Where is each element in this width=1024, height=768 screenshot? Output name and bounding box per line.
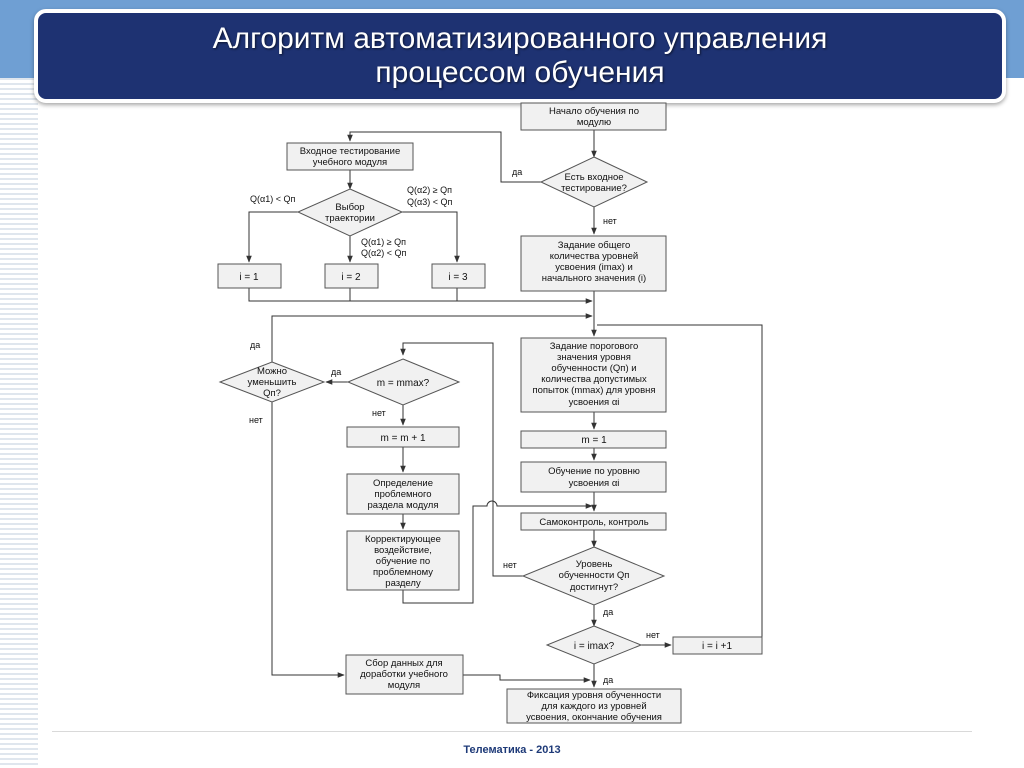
svg-text:учебного модуля: учебного модуля [313, 157, 387, 168]
svg-text:усвоения αi: усвоения αi [569, 478, 620, 489]
node-problem-section: Определение проблемного раздела модуля [346, 473, 460, 515]
svg-text:проблемному: проблемному [373, 567, 433, 578]
svg-text:обученности (Qп) и: обученности (Qп) и [551, 363, 636, 374]
label-no: нет [503, 560, 517, 570]
svg-text:модуля: модуля [388, 680, 420, 691]
svg-text:уменьшить: уменьшить [248, 377, 297, 388]
node-i2: i = 2 [324, 263, 379, 289]
svg-text:Можно: Можно [257, 366, 287, 377]
svg-text:Обучение по уровню: Обучение по уровню [548, 466, 640, 477]
svg-text:значения уровня: значения уровня [557, 352, 631, 363]
svg-text:Qп?: Qп? [263, 388, 281, 399]
node-start: Начало обучения по модулю [520, 102, 667, 131]
decision-i-max: i = imax? [545, 625, 643, 665]
left-stripes-decoration [0, 0, 38, 768]
slide-title-line-2: процессом обучения [375, 56, 665, 89]
svg-text:разделу: разделу [385, 578, 421, 589]
svg-text:для каждого из уровней: для каждого из уровней [541, 701, 646, 712]
svg-text:i = 3: i = 3 [448, 272, 468, 283]
decision-entry-test: Есть входное тестирование? [539, 156, 649, 208]
svg-text:траектории: траектории [325, 213, 375, 224]
label-cond-right-1: Q(α2) ≥ Qп [407, 185, 452, 195]
label-no: нет [603, 216, 617, 226]
node-i3: i = 3 [431, 263, 486, 289]
branch-labels: да нет Q(α1) < Qп Q(α2) ≥ Qп Q(α3) < Qп … [249, 167, 660, 685]
label-cond-right-2: Q(α3) < Qп [407, 197, 452, 207]
svg-text:количества уровней: количества уровней [550, 251, 638, 262]
footer-divider [52, 731, 972, 732]
node-set-threshold: Задание порогового значения уровня обуче… [520, 337, 667, 413]
svg-text:обучение по: обучение по [376, 556, 430, 567]
node-selfcheck: Самоконтроль, контроль [520, 512, 667, 531]
label-cond-left: Q(α1) < Qп [250, 194, 295, 204]
flowchart-connectors [246, 130, 763, 688]
node-collect-data: Сбор данных для доработки учебного модул… [345, 654, 464, 695]
svg-text:Сбор данных для: Сбор данных для [365, 658, 442, 669]
decision-reduce-q: Можно уменьшить Qп? [218, 361, 326, 403]
svg-text:Входное тестирование: Входное тестирование [300, 146, 401, 157]
label-yes: да [331, 367, 341, 377]
label-yes: да [512, 167, 522, 177]
svg-text:проблемного: проблемного [374, 489, 431, 500]
label-no: нет [249, 415, 263, 425]
svg-text:i = 1: i = 1 [239, 272, 259, 283]
label-cond-mid-2: Q(α2) < Qп [361, 248, 406, 258]
node-set-levels: Задание общего количества уровней усвоен… [520, 235, 667, 292]
label-no: нет [372, 408, 386, 418]
node-correction: Корректирующее воздействие, обучение по … [346, 530, 460, 591]
label-cond-mid-1: Q(α1) ≥ Qп [361, 237, 406, 247]
svg-text:Определение: Определение [373, 478, 433, 489]
svg-text:Выбор: Выбор [335, 202, 364, 213]
svg-text:усвоения (imax) и: усвоения (imax) и [555, 262, 633, 273]
svg-text:усвоения αi: усвоения αi [569, 397, 620, 408]
svg-text:m = m + 1: m = m + 1 [380, 433, 425, 444]
svg-text:Корректирующее: Корректирующее [365, 534, 441, 545]
svg-text:Задание порогового: Задание порогового [550, 341, 639, 352]
label-yes: да [603, 675, 613, 685]
svg-text:достигнут?: достигнут? [570, 582, 618, 593]
svg-text:Начало обучения по: Начало обучения по [549, 106, 639, 117]
slide-title-line-1: Алгоритм автоматизированного управления [212, 22, 828, 55]
svg-text:i = 2: i = 2 [341, 272, 361, 283]
svg-text:модулю: модулю [577, 117, 611, 128]
decision-choose-trajectory: Выбор траектории [296, 188, 404, 237]
label-yes: да [603, 607, 613, 617]
svg-text:Самоконтроль, контроль: Самоконтроль, контроль [539, 517, 648, 528]
node-i-increment: i = i +1 [672, 636, 763, 655]
node-i1: i = 1 [217, 263, 282, 289]
svg-text:i = imax?: i = imax? [574, 641, 615, 652]
svg-text:m = mmax?: m = mmax? [377, 378, 430, 389]
svg-text:доработки учебного: доработки учебного [360, 669, 448, 680]
footer-text: Телематика - 2013 [463, 744, 561, 756]
svg-text:количества допустимых: количества допустимых [541, 374, 647, 385]
svg-text:обученности Qп: обученности Qп [559, 570, 630, 581]
svg-text:усвоения, окончание обучения: усвоения, окончание обучения [526, 712, 662, 723]
node-fix-result: Фиксация уровня обученности для каждого … [506, 688, 682, 724]
node-m-equals-1: m = 1 [520, 430, 667, 449]
label-no: нет [646, 630, 660, 640]
label-yes: да [250, 340, 260, 350]
svg-text:попыток (mmax) для уровня: попыток (mmax) для уровня [532, 385, 655, 396]
svg-text:Задание общего: Задание общего [558, 240, 631, 251]
title-banner: Алгоритм автоматизированного управления … [34, 9, 1006, 103]
node-m-increment: m = m + 1 [346, 426, 460, 448]
node-learn: Обучение по уровню усвоения αi [520, 461, 667, 493]
svg-text:раздела модуля: раздела модуля [368, 500, 439, 511]
svg-text:i = i +1: i = i +1 [702, 641, 732, 652]
svg-text:тестирование?: тестирование? [561, 183, 627, 194]
svg-text:Есть входное: Есть входное [564, 172, 623, 183]
svg-text:m = 1: m = 1 [581, 435, 607, 446]
svg-text:начального значения (i): начального значения (i) [542, 273, 646, 284]
decision-m-max: m = mmax? [346, 358, 461, 406]
node-entry-test: Входное тестирование учебного модуля [286, 142, 414, 171]
decision-level-reached: Уровень обученности Qп достигнут? [521, 546, 666, 606]
svg-text:воздействие,: воздействие, [374, 545, 432, 556]
svg-text:Фиксация уровня обученности: Фиксация уровня обученности [527, 690, 661, 701]
svg-text:Уровень: Уровень [576, 559, 613, 570]
